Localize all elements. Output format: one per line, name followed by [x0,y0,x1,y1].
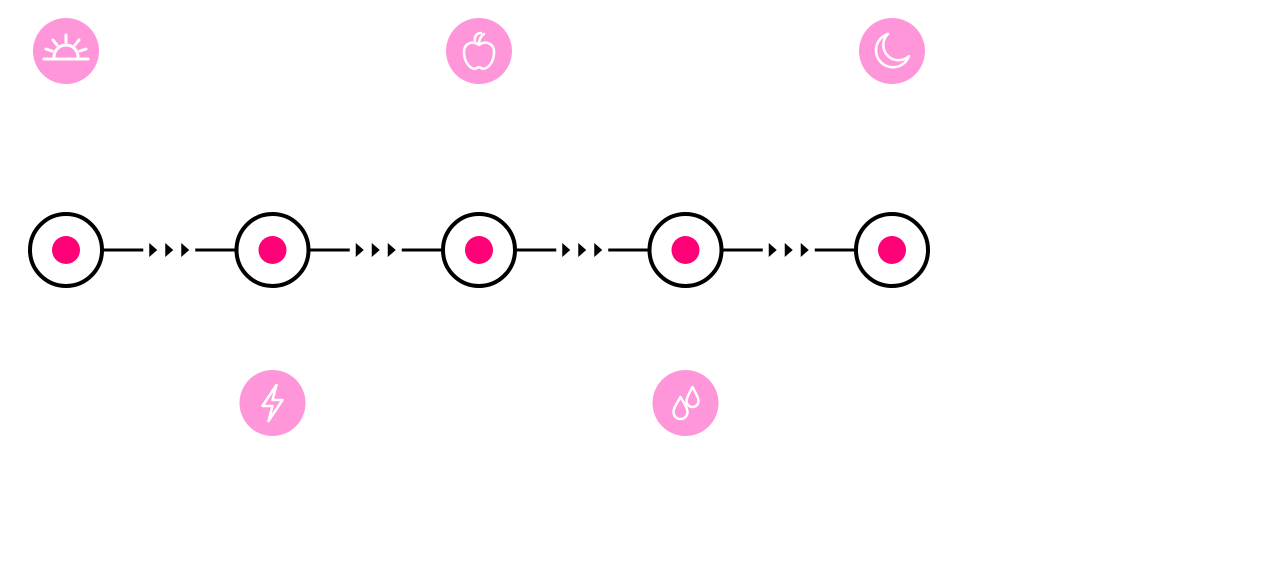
node-dot [258,236,287,264]
connector-3 [515,243,650,257]
connector-1 [102,243,237,257]
arrowhead-icon [800,243,809,257]
timeline-node-2[interactable] [234,212,311,288]
apple-icon [462,31,496,70]
water-drops-icon [672,385,700,421]
timeline-node-4[interactable] [647,212,724,288]
timeline-node-1[interactable] [28,212,104,288]
moon-icon [874,32,911,69]
arrowhead-icon [165,243,174,257]
lightning-icon [261,383,284,423]
badge-circle [859,18,925,84]
node-dot [671,236,700,264]
node-dot [878,236,906,264]
arrowhead-icon [355,243,364,257]
timeline-nodes [28,212,930,288]
connector-2 [308,243,443,257]
apple-badge [446,18,512,84]
timeline-node-5[interactable] [854,212,930,288]
connectors [102,243,856,257]
water-drops-badge [652,370,719,436]
timeline-node-3[interactable] [441,212,517,288]
badge-circle [652,370,719,436]
arrowhead-icon [784,243,793,257]
badge-circle [239,370,306,436]
arrowhead-icon [371,243,380,257]
badge-circle [33,18,99,84]
arrowhead-icon [562,243,571,257]
moon-badge [859,18,925,84]
sunrise-icon [42,33,90,61]
badge-circle [446,18,512,84]
lightning-badge [239,370,306,436]
arrowhead-icon [387,243,396,257]
node-dot [52,236,80,264]
arrowhead-icon [181,243,190,257]
arrowhead-icon [768,243,777,257]
arrowhead-icon [578,243,587,257]
icon-badges [33,18,925,436]
node-dot [465,236,493,264]
sunrise-badge [33,18,99,84]
arrowhead-icon [149,243,158,257]
arrowhead-icon [594,243,603,257]
connector-4 [721,243,856,257]
